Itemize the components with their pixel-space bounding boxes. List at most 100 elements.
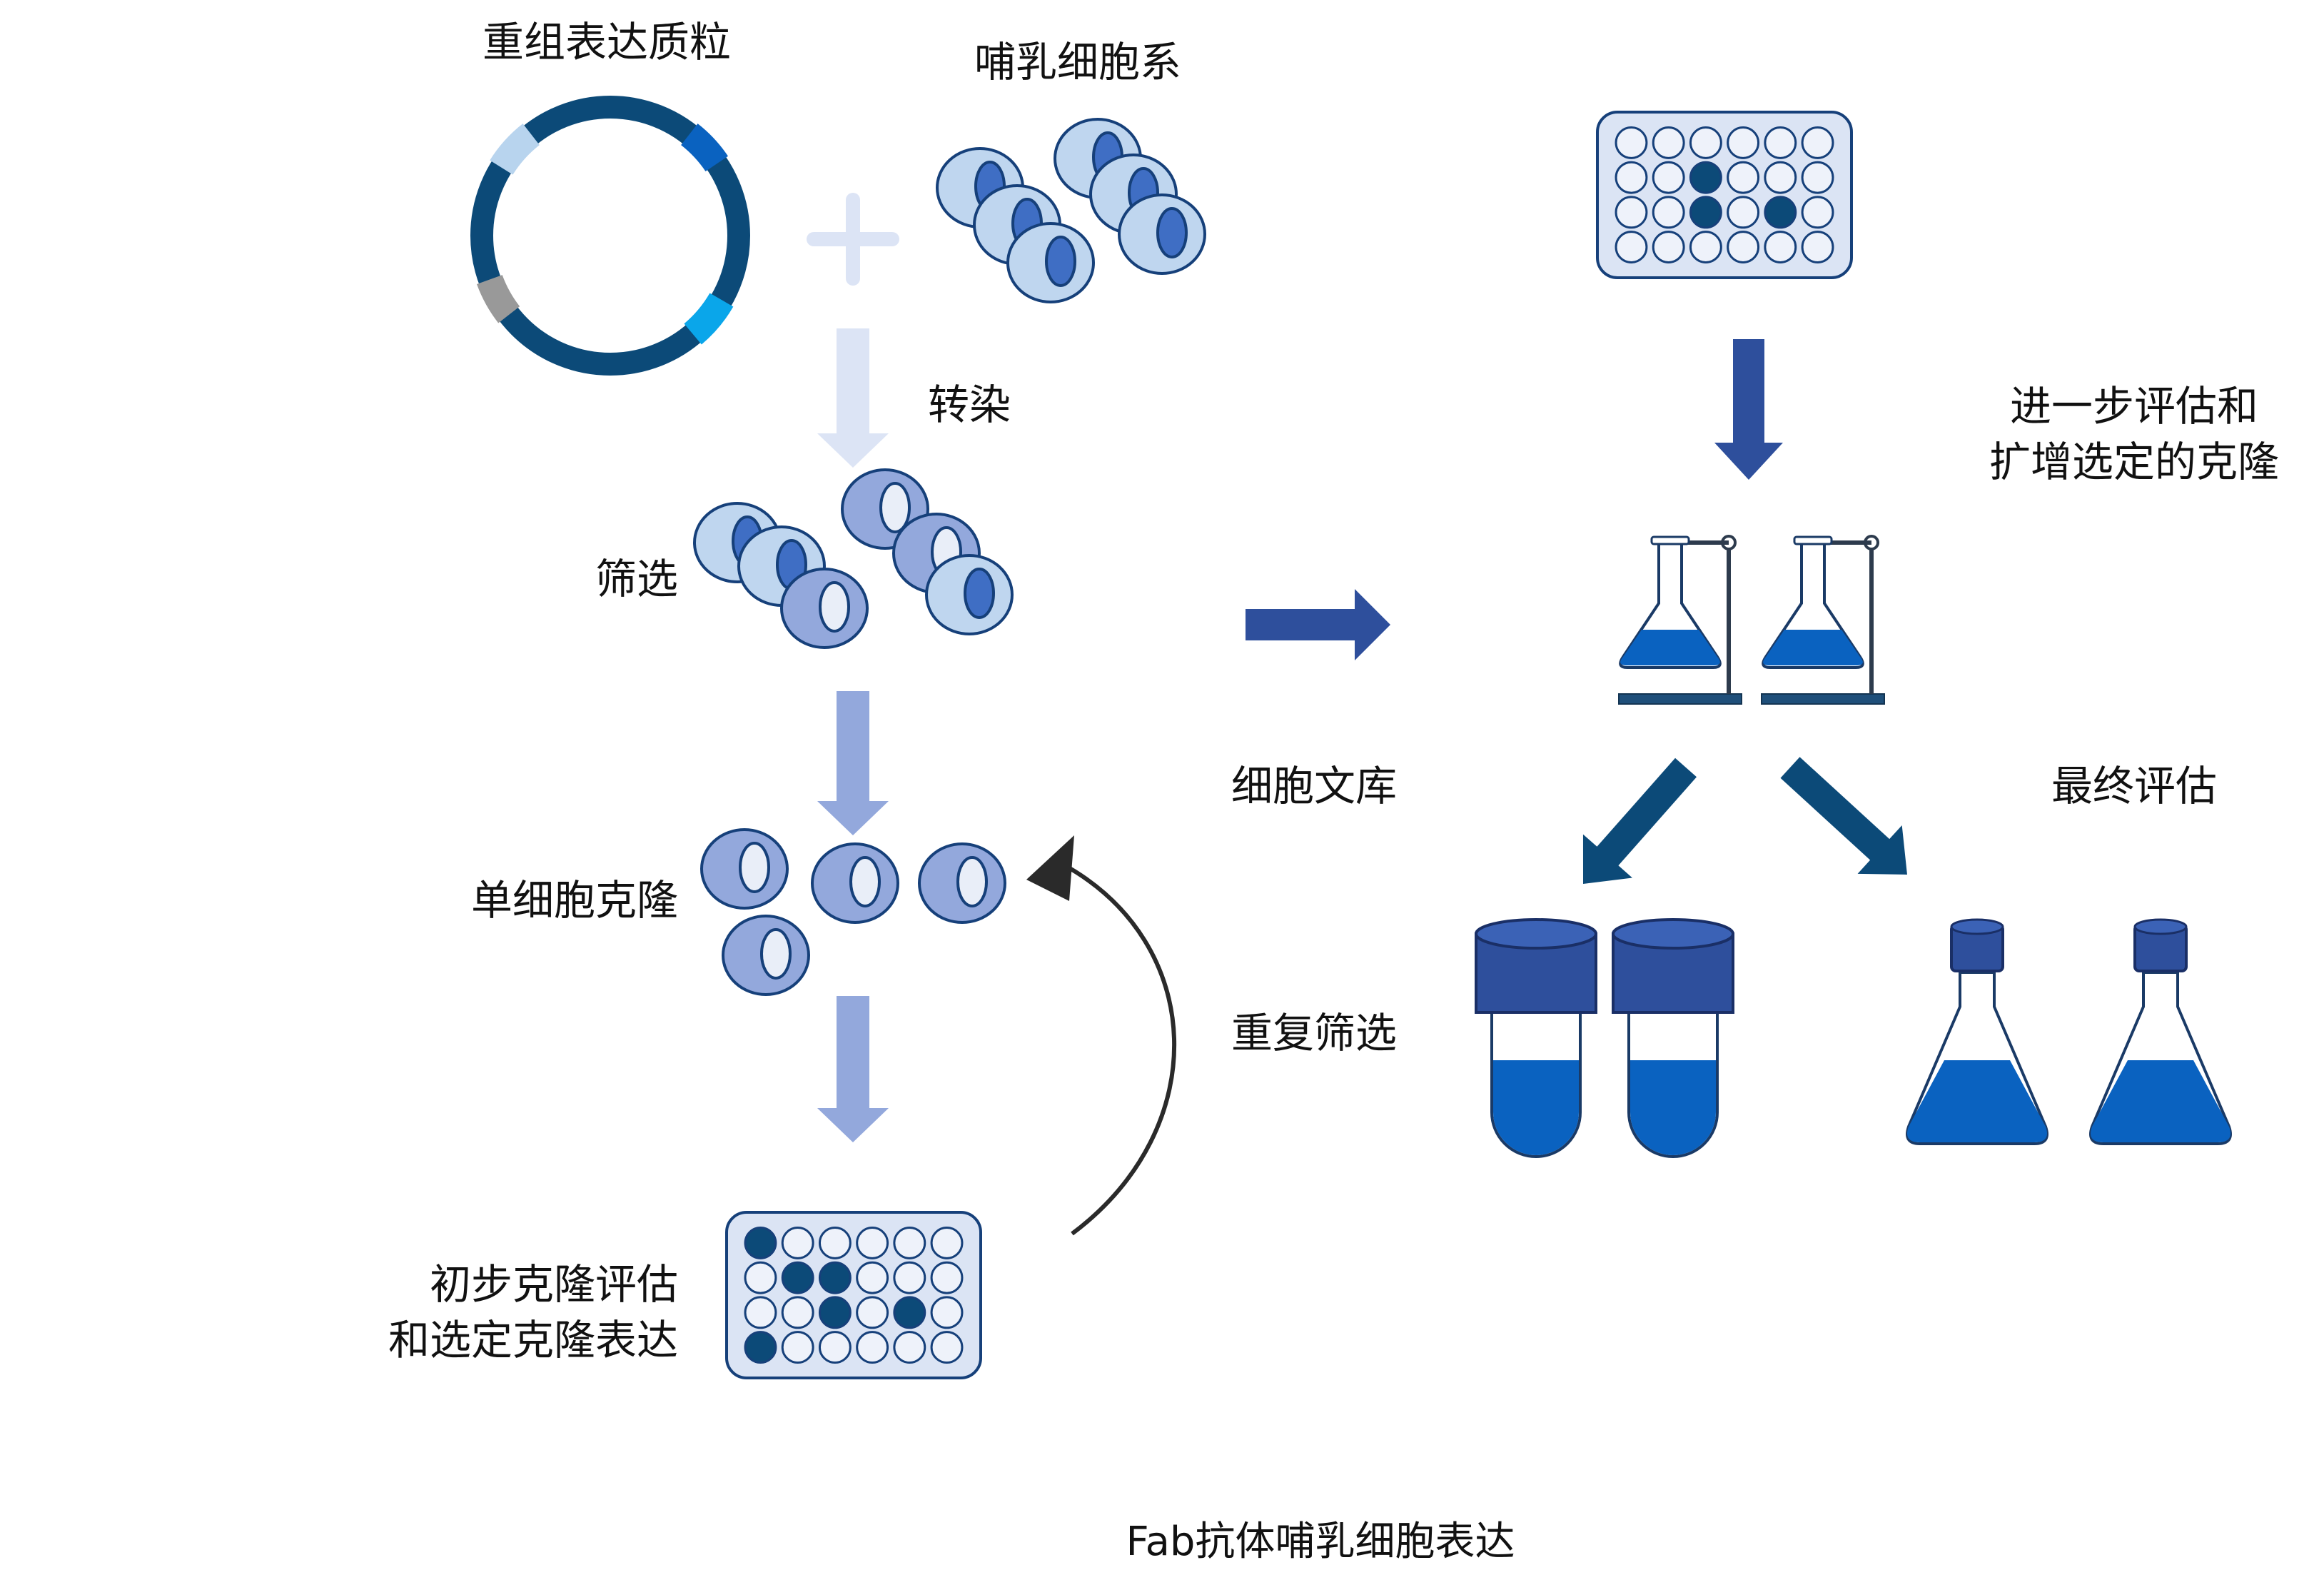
arrow-to-library — [1246, 589, 1390, 660]
label-repeat-screen: 重复筛选 — [1231, 1009, 1398, 1057]
arrow-transfection — [817, 328, 889, 468]
further-plate-well-2-1 — [1652, 196, 1685, 229]
mammalian-cell-6-nucleus — [1156, 207, 1188, 258]
initial-plate-well-1-1 — [781, 1261, 814, 1294]
plasmid-icon — [470, 96, 750, 376]
stand-right-flask-lip — [1793, 535, 1833, 545]
further-plate-well-3-5 — [1801, 231, 1834, 264]
stand-right-clamp — [1797, 540, 1871, 545]
initial-plate-well-2-3 — [856, 1296, 889, 1329]
further-plate-well-1-5 — [1801, 161, 1834, 194]
well-plate-further — [1596, 111, 1853, 279]
initial-plate-well-0-3 — [856, 1226, 889, 1259]
initial-plate-well-1-0 — [744, 1261, 777, 1294]
selected-cell-6-nucleus — [964, 568, 995, 619]
process-arrows-right — [1246, 339, 1907, 884]
clone-cell-1-nucleus — [739, 842, 770, 893]
flask-stand-icon — [1618, 535, 1885, 705]
stand-left-clamp — [1654, 540, 1729, 545]
arrow-to-tubes-shape — [1582, 758, 1697, 884]
shake-flasks-icon — [1906, 918, 2232, 1145]
initial-plate-well-2-0 — [744, 1296, 777, 1329]
further-plate-well-3-2 — [1689, 231, 1722, 264]
initial-plate-well-0-4 — [893, 1226, 926, 1259]
arrow-to-shake-flasks — [1780, 757, 1907, 875]
stand-right-flask-liquid — [1763, 630, 1863, 665]
initial-plate-well-2-1 — [781, 1296, 814, 1329]
shake-flask-left-liquid — [1907, 1060, 2047, 1142]
initial-plate-well-3-1 — [781, 1331, 814, 1364]
label-selection: 筛选 — [595, 555, 678, 603]
further-plate-well-0-4 — [1764, 126, 1797, 159]
initial-plate-well-2-5 — [930, 1296, 964, 1329]
further-plate-well-3-3 — [1727, 231, 1760, 264]
tube-right-cap-top — [1612, 918, 1734, 950]
tube-right-cap — [1612, 932, 1734, 1014]
further-plate-well-1-4 — [1764, 161, 1797, 194]
initial-plate-well-1-4 — [893, 1261, 926, 1294]
initial-plate-well-1-2 — [818, 1261, 852, 1294]
further-plate-well-2-0 — [1615, 196, 1648, 229]
label-further-eval-line2: 扩增选定的克隆 — [1989, 438, 2279, 486]
initial-plate-well-2-2 — [818, 1296, 852, 1329]
initial-plate-well-3-4 — [893, 1331, 926, 1364]
initial-plate-well-0-5 — [930, 1226, 964, 1259]
arrow-to-shake-flasks-shape — [1780, 757, 1907, 875]
tube-left-liquid — [1493, 1060, 1579, 1155]
label-initial-eval-line1: 初步克隆评估 — [429, 1260, 678, 1309]
label-cell-library: 细胞文库 — [1231, 762, 1398, 810]
further-plate-well-0-2 — [1689, 126, 1722, 159]
stand-left-flask-liquid — [1620, 630, 1720, 665]
arrow-to-clones — [817, 691, 889, 835]
repeat-curve-arrow — [1061, 862, 1176, 1236]
mammalian-cell-cluster — [936, 118, 1206, 303]
label-cell-line: 哺乳细胞系 — [974, 38, 1181, 86]
further-plate-well-2-3 — [1727, 196, 1760, 229]
mammalian-cell-5-nucleus — [1045, 236, 1076, 287]
arrow-to-tubes — [1582, 758, 1697, 884]
diagram-title: Fab抗体哺乳细胞表达 — [1126, 1519, 1515, 1565]
further-plate-well-2-4 — [1764, 196, 1797, 229]
arrow-to-plate — [817, 996, 889, 1142]
shake-flask-right-liquid — [2091, 1060, 2230, 1142]
further-plate-well-2-2 — [1689, 196, 1722, 229]
further-plate-well-1-0 — [1615, 161, 1648, 194]
shake-flask-right-cap-top — [2133, 918, 2188, 935]
selected-cell-3-nucleus — [819, 581, 850, 633]
further-plate-well-2-5 — [1801, 196, 1834, 229]
stand-left-pole — [1727, 543, 1731, 694]
stand-left-flask-lip — [1650, 535, 1690, 545]
initial-plate-well-3-0 — [744, 1331, 777, 1364]
label-plasmid: 重组表达质粒 — [482, 18, 731, 66]
initial-plate-well-0-2 — [818, 1226, 852, 1259]
label-transfection: 转染 — [928, 381, 1011, 429]
initial-plate-well-3-2 — [818, 1331, 852, 1364]
arrow-to-flasks — [1714, 339, 1783, 480]
further-plate-well-3-0 — [1615, 231, 1648, 264]
clone-cell-2-nucleus — [849, 856, 881, 907]
initial-plate-well-0-0 — [744, 1226, 777, 1259]
initial-plate-well-1-5 — [930, 1261, 964, 1294]
initial-plate-well-2-4 — [893, 1296, 926, 1329]
plasmid-ring — [470, 96, 750, 376]
further-plate-well-1-2 — [1689, 161, 1722, 194]
single-cell-clones — [700, 828, 1006, 996]
tube-left-cap-top — [1475, 918, 1597, 950]
label-further-eval-line1: 进一步评估和 — [2009, 382, 2258, 431]
label-single-cell-clone: 单细胞克隆 — [470, 876, 678, 925]
plus-icon — [807, 193, 899, 286]
further-plate-well-3-4 — [1764, 231, 1797, 264]
process-arrows-left — [817, 328, 889, 1142]
curve-arrow-head-icon — [1026, 835, 1074, 901]
further-plate-well-1-1 — [1652, 161, 1685, 194]
culture-tubes-icon — [1475, 918, 1734, 1158]
initial-plate-well-3-3 — [856, 1331, 889, 1364]
initial-plate-well-0-1 — [781, 1226, 814, 1259]
plasmid-segment-light — [490, 124, 540, 176]
plasmid-segment-blue — [680, 124, 728, 172]
plasmid-segment-gray — [477, 274, 520, 323]
stand-right-base — [1761, 693, 1885, 705]
further-plate-well-0-5 — [1801, 126, 1834, 159]
further-plate-well-3-1 — [1652, 231, 1685, 264]
initial-plate-well-3-5 — [930, 1331, 964, 1364]
